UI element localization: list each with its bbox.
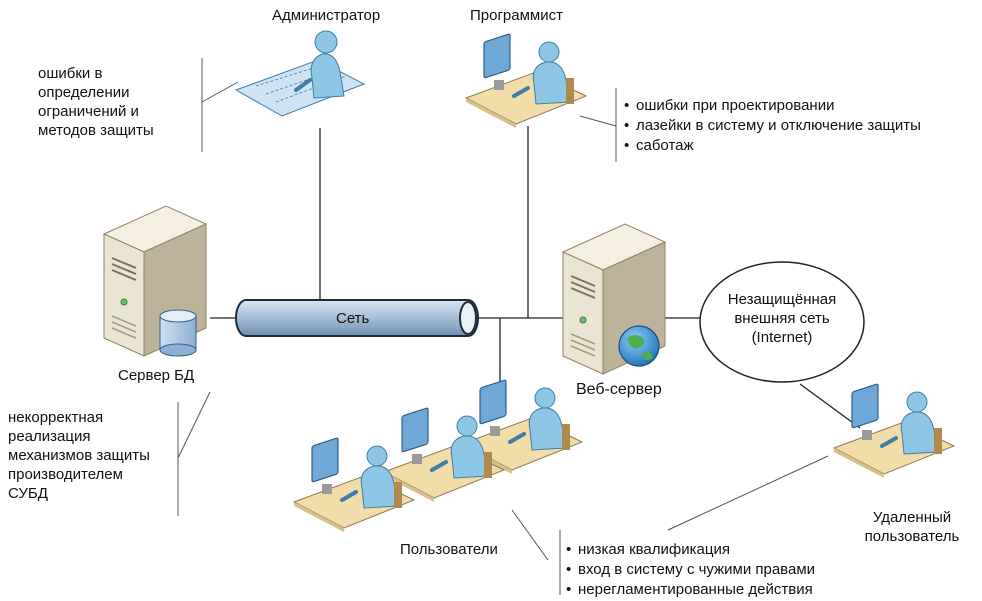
note-line: ошибки в [38, 65, 103, 82]
admin-label: Администратор [272, 7, 381, 24]
programmer-label: Программист [470, 7, 563, 24]
web-server-label: Веб-сервер [576, 381, 662, 398]
threat-item: вход в систему с чужими правами [566, 560, 815, 580]
external-network-line: внешняя сеть [734, 310, 830, 327]
note-line: механизмов защиты [8, 447, 150, 464]
remote-user-label: Удаленный пользователь [846, 508, 978, 546]
network-label: Сеть [336, 310, 370, 327]
note-line: реализация [8, 428, 91, 445]
admin-workstation-icon [234, 30, 366, 117]
admin-errors-note: ошибки в определении ограничений и метод… [38, 64, 154, 140]
note-line: определении [38, 84, 130, 101]
note-line: производителем [8, 466, 123, 483]
remote-user-workstation-icon [832, 381, 956, 480]
remote-user-line: Удаленный [872, 509, 952, 526]
db-server-label: Сервер БД [118, 367, 195, 384]
note-line: СУБД [8, 485, 48, 502]
user-threats-list: низкая квалификация вход в систему с чуж… [566, 540, 815, 600]
note-line: некорректная [8, 409, 104, 426]
programmer-threats-list: ошибки при проектировании лазейки в сист… [624, 96, 921, 156]
dbms-errors-note: некорректная реализация механизмов защит… [8, 408, 150, 503]
internet-to-remote-link [799, 383, 861, 429]
threat-item: ошибки при проектировании [624, 96, 921, 116]
note-line: ограничений и [38, 103, 139, 120]
database-cylinder-icon [159, 309, 197, 357]
external-network-line: (Internet) [751, 329, 813, 346]
users-workstations-icon [292, 377, 584, 534]
db-server-icon [103, 205, 207, 357]
programmer-workstation-icon [464, 31, 588, 130]
leader-lines [177, 58, 829, 595]
web-server-icon [562, 223, 666, 375]
note-line: методов защиты [38, 122, 154, 139]
external-network-line: Незащищённая [727, 291, 837, 308]
external-network-label: Незащищённая внешняя сеть (Internet) [716, 290, 848, 347]
threat-item: саботаж [624, 136, 921, 156]
remote-user-line: пользователь [864, 528, 960, 545]
threat-item: нерегламентированные действия [566, 580, 815, 600]
threat-item: лазейки в систему и отключение защиты [624, 116, 921, 136]
network-pipe [235, 299, 479, 337]
globe-icon [618, 325, 660, 367]
users-label: Пользователи [400, 541, 498, 558]
internet-cloud [699, 261, 865, 383]
threat-item: низкая квалификация [566, 540, 815, 560]
